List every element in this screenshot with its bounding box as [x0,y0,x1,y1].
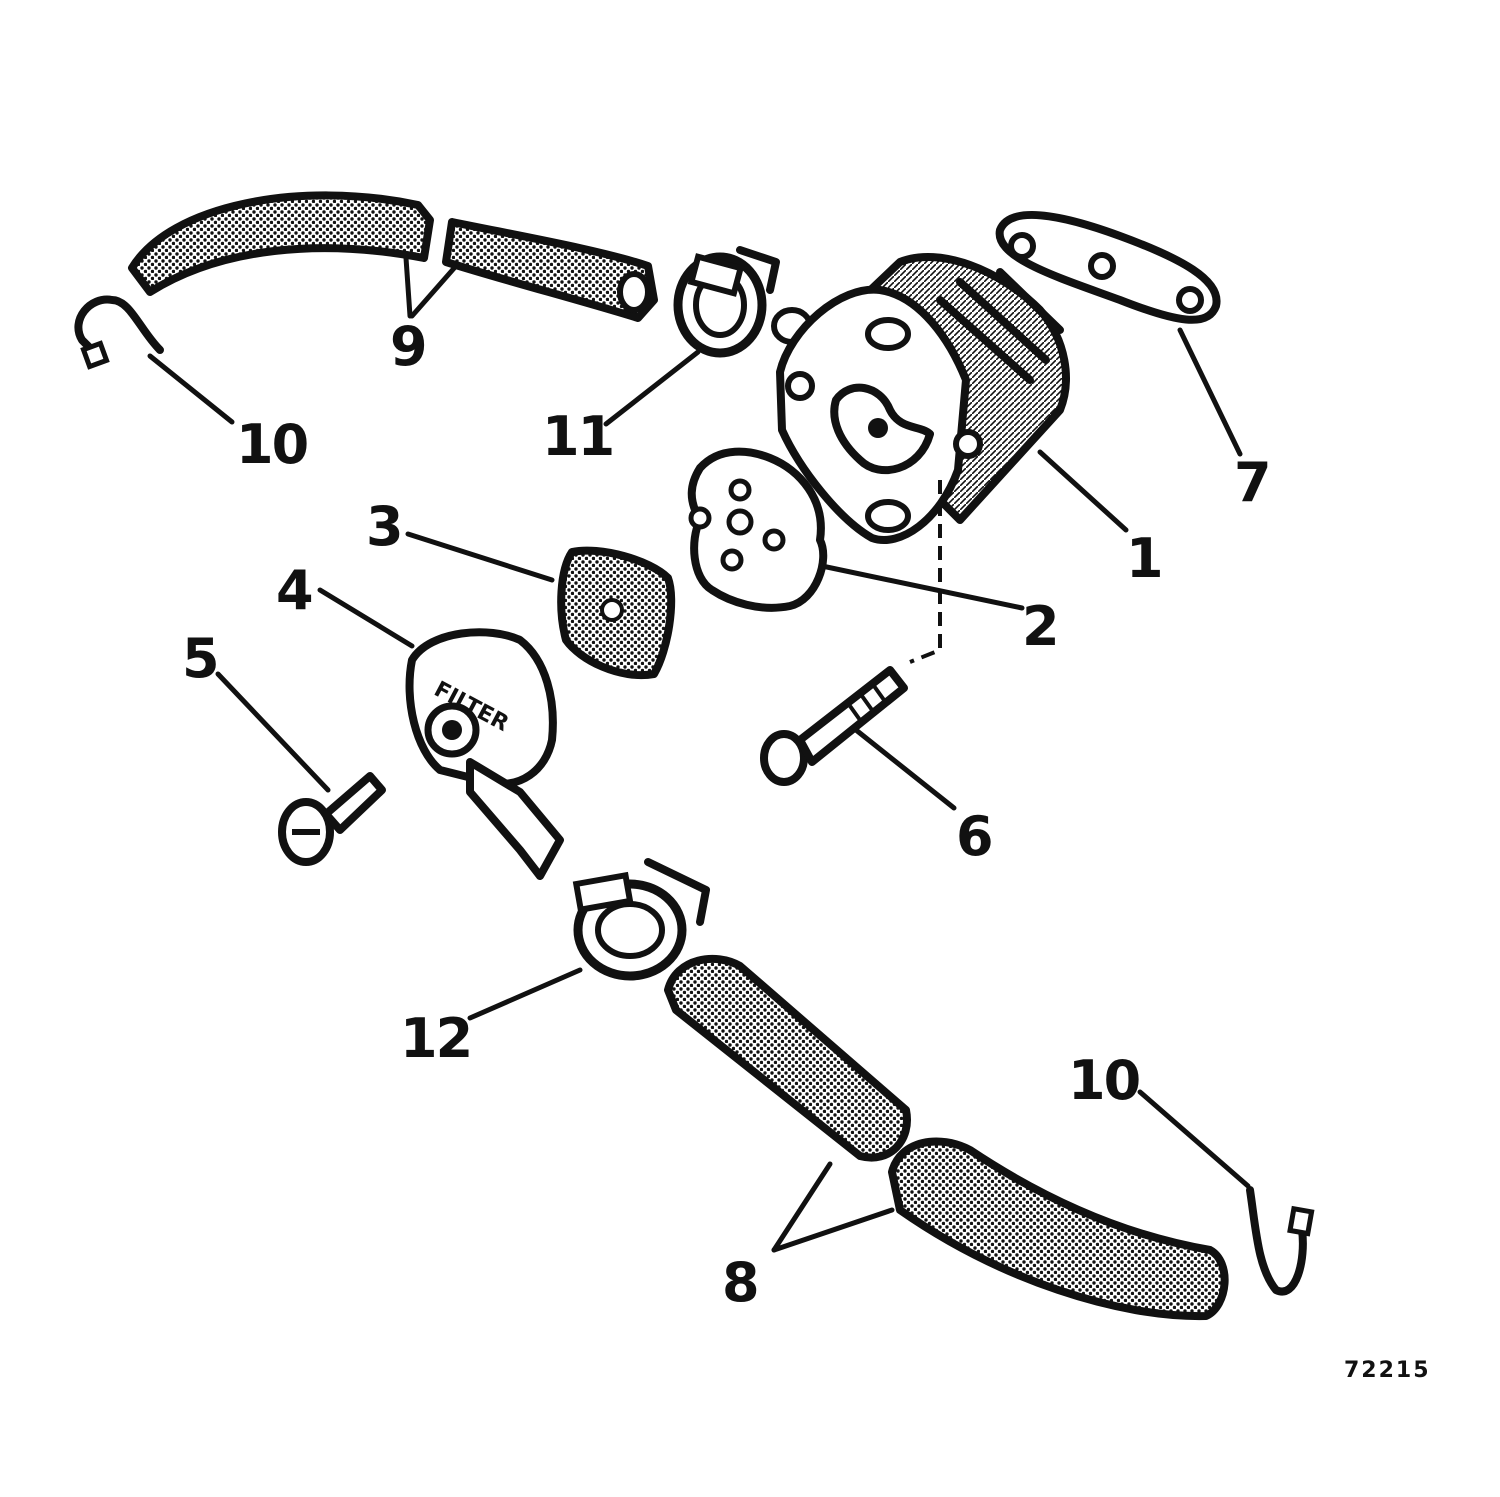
callout-9: 9 [390,315,428,378]
callout-4: 4 [276,559,314,622]
alignment-dashed-line [909,480,942,664]
callout-8: 8 [722,1251,760,1314]
screen [557,546,676,680]
tie-strap-left [74,295,164,370]
tie-strap-right [1246,1186,1315,1296]
mounting-screw [760,666,908,786]
callout-11: 11 [542,405,615,468]
callout-1: 1 [1126,527,1164,590]
callout-3: 3 [366,495,404,558]
diaphragm [687,447,828,612]
pump-body [776,253,1070,544]
callout-10-right: 10 [1068,1049,1141,1112]
callout-2: 2 [1022,595,1060,658]
callout-6: 6 [956,805,994,868]
hose-upper [128,191,658,322]
leader-lines [147,255,1251,1253]
callout-10-left: 10 [236,413,309,476]
callout-5: 5 [182,627,220,690]
clamp-upper [673,246,780,358]
clamp-lower [572,858,710,981]
figure-number: 72215 [1344,1358,1431,1383]
hose-lower [664,954,1229,1321]
callout-7: 7 [1234,451,1272,514]
callout-12: 12 [400,1007,473,1070]
gasket [995,210,1221,324]
filter-cover [405,628,564,880]
cover-screw [278,772,386,866]
